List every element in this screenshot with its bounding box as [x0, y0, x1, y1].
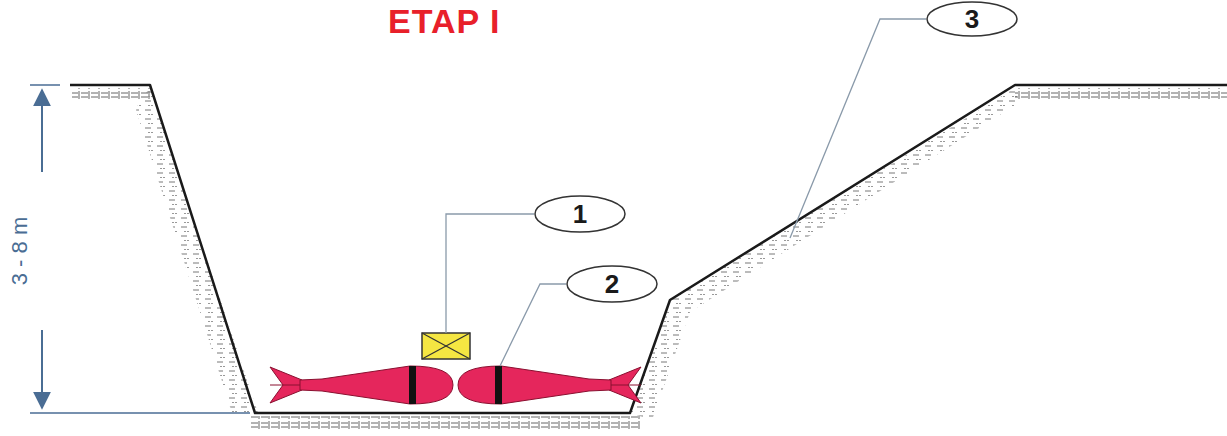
stage-title: ETAP I: [388, 2, 500, 41]
explosive-charge: [422, 333, 470, 359]
leader-line: [446, 19, 926, 366]
trench-outline: [70, 85, 1227, 413]
dimension-label: 3 - 8 m: [7, 217, 33, 285]
callout-ellipse: [535, 2, 1017, 302]
bomb: [458, 366, 641, 404]
dimension-line: [30, 85, 250, 413]
callout-number: 1: [573, 199, 587, 230]
bomb: [270, 366, 453, 404]
callout-number: 2: [605, 269, 619, 300]
callout-number: 3: [965, 4, 979, 35]
